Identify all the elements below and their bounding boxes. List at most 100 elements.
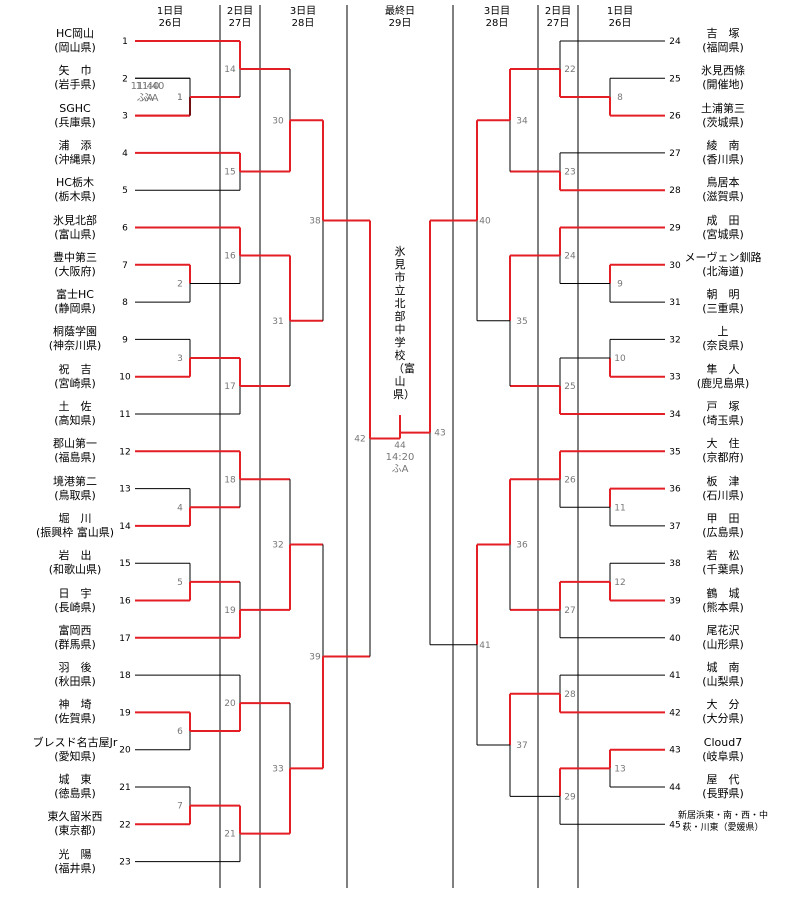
team-pref: (開催地) [702, 78, 744, 92]
left-team: ブレスド名古屋Jr(愛知県) [20, 736, 130, 764]
left-team: 土 佐(高知県) [20, 400, 130, 428]
seed-number: 12 [119, 447, 130, 457]
seed-number: 21 [119, 783, 130, 793]
team-pref: (群馬県) [54, 637, 96, 651]
team-name: 綾 南 [706, 138, 740, 152]
seed-number: 19 [119, 708, 131, 718]
right-team: 城 南(山梨県) [668, 661, 778, 689]
right-team: 吉 塚(福岡県) [668, 27, 778, 55]
team-name: 氷見北部 [53, 213, 97, 227]
day-label: 2日目 [544, 6, 572, 17]
team-pref: (三重県) [702, 302, 744, 316]
game-number: 7 [177, 802, 183, 812]
team-name: SGHC [59, 101, 91, 115]
team-name: 屋 代 [706, 773, 740, 786]
match-venue: ふA [137, 92, 154, 104]
team-name: 吉 塚 [706, 27, 740, 40]
seed-number: 20 [119, 746, 131, 756]
final-game-number: 44 [394, 441, 406, 451]
day-label: 3日目 [483, 6, 511, 17]
game-number: 23 [564, 168, 575, 178]
team-name: 土浦第三 [701, 101, 745, 115]
day-label: 3日目 [289, 6, 317, 17]
right-team: 大 分(大分県) [668, 698, 778, 726]
seed-number: 40 [669, 634, 681, 644]
team-name: 豊中第三 [53, 250, 97, 264]
game-number: 8 [617, 93, 623, 103]
game-number: 2 [177, 279, 183, 289]
team-name: 羽 後 [58, 661, 92, 675]
seed-number: 3 [122, 112, 128, 122]
left-team: 桐蔭学園(神奈川県) [20, 325, 130, 353]
game-number: 10 [614, 354, 626, 364]
team-name: 城 南 [706, 661, 740, 675]
team-name: 境港第二 [53, 474, 97, 488]
venue-label: 氷見市立北部中学校（富山県） [393, 245, 415, 401]
team-name: 尾花沢 [706, 623, 740, 637]
team-pref: (兵庫県) [54, 115, 96, 129]
team-pref: (神奈川県) [48, 339, 102, 353]
seed-number: 11 [119, 410, 130, 420]
match-time: 11:40 [136, 81, 165, 92]
right-team: 綾 南(香川県) [668, 139, 778, 167]
team-pref: (大阪府) [54, 264, 96, 278]
game-number: 11 [614, 503, 625, 513]
left-team: 堀 川(振興枠 富山県) [20, 512, 130, 540]
day-label: 2日目 [226, 6, 254, 17]
game-number: 28 [564, 690, 576, 700]
seed-number: 10 [119, 373, 131, 383]
game-number: 38 [309, 217, 321, 227]
right-team: 上(奈良県) [668, 325, 778, 353]
team-name: 祝 吉 [58, 362, 92, 376]
left-team: 富岡西(群馬県) [20, 624, 130, 652]
date-label: 29日 [388, 18, 412, 29]
team-pref: (福井県) [54, 861, 96, 875]
team-pref: (京都府) [702, 451, 744, 465]
team-pref: (福島県) [54, 451, 96, 465]
date-label: 28日 [291, 18, 315, 29]
team-pref: (鳥取県) [54, 488, 96, 502]
team-name: HC栃木 [56, 176, 94, 190]
left-team: 日 宇(長崎県) [20, 587, 130, 615]
team-pref: (千葉県) [702, 563, 744, 577]
team-name: 郡山第一 [53, 437, 97, 451]
team-name: 光 陽 [58, 847, 92, 861]
team-name: 神 埼 [58, 698, 92, 712]
right-team: 鶴 城(熊本県) [668, 587, 778, 615]
right-team: 屋 代(長野県) [668, 773, 778, 801]
team-name: 朝 明 [706, 288, 740, 302]
left-team: 光 陽(福井県) [20, 848, 130, 876]
seed-number: 8 [122, 298, 128, 308]
team-name: 鶴 城 [706, 586, 740, 600]
seed-number: 33 [669, 373, 680, 383]
game-number: 1 [177, 93, 183, 103]
left-team: 城 東(徳島県) [20, 773, 130, 801]
team-name: 甲 田 [706, 511, 740, 525]
team-name: 東久留米西 [47, 810, 103, 824]
seed-number: 30 [669, 261, 681, 271]
date-label: 26日 [158, 18, 182, 29]
game-number: 5 [177, 578, 183, 588]
left-team: HC栃木(栃木県) [20, 176, 130, 204]
team-name: Cloud7 [703, 735, 743, 749]
date-label: 26日 [608, 18, 632, 29]
seed-number: 1 [122, 37, 128, 47]
game-number: 34 [516, 116, 528, 126]
team-name: ブレスド名古屋Jr [32, 735, 118, 749]
team-pref: (佐賀県) [54, 712, 96, 726]
seed-number: 16 [119, 597, 131, 607]
team-name: 桐蔭学園 [53, 325, 97, 339]
seed-number: 43 [669, 746, 680, 756]
seed-number: 9 [122, 335, 128, 345]
right-team: 甲 田(広島県) [668, 512, 778, 540]
team-pref: (山梨県) [702, 675, 744, 689]
left-team: 東久留米西(東京都) [20, 810, 130, 838]
right-team: 土浦第三(茨城県) [668, 102, 778, 130]
day-label: 1日目 [156, 6, 184, 17]
team-name: 堀 川 [58, 511, 92, 525]
team-pref: (石川県) [702, 488, 744, 502]
